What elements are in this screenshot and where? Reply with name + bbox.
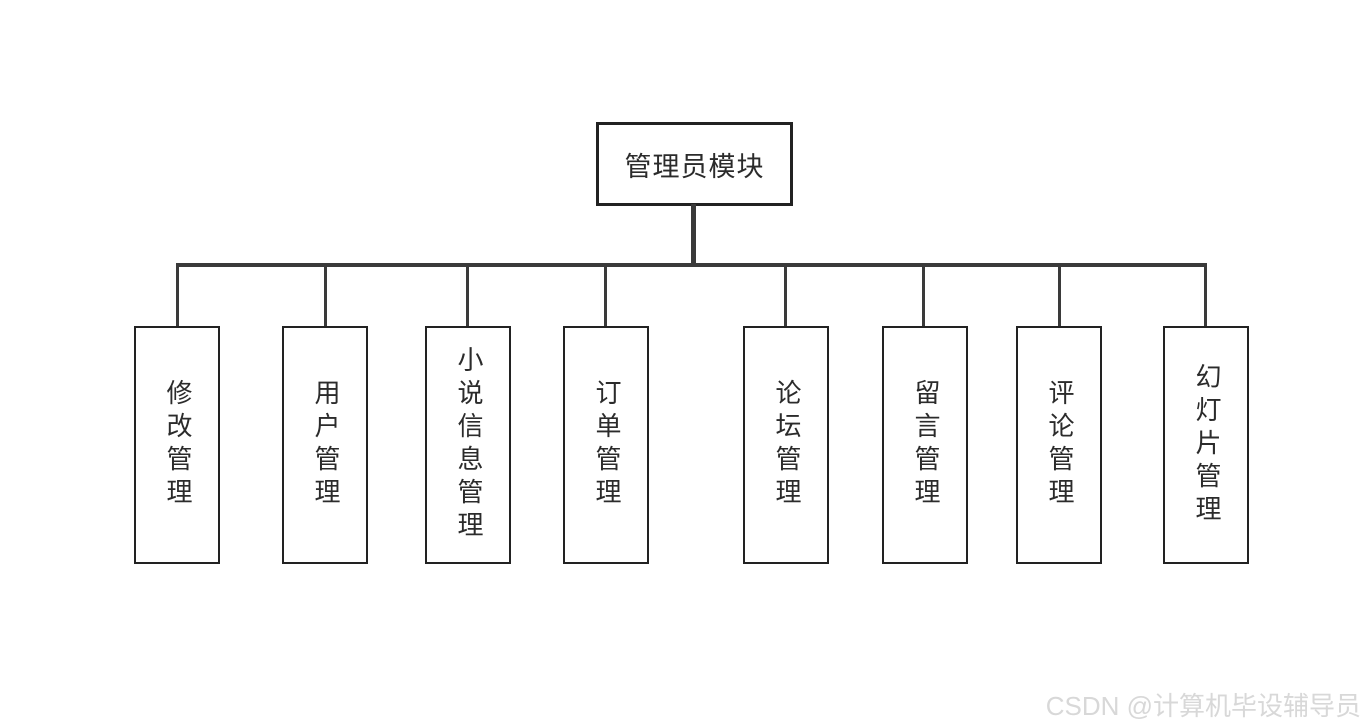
child-connector-line xyxy=(604,265,607,326)
child-node-label: 论坛管理 xyxy=(772,379,801,511)
child-connector-line xyxy=(1204,265,1207,326)
csdn-watermark: CSDN @计算机毕设辅导员 xyxy=(1045,691,1361,721)
child-node-label: 评论管理 xyxy=(1045,379,1074,511)
child-connector-line xyxy=(1058,265,1061,326)
child-connector-line xyxy=(784,265,787,326)
child-connector-line xyxy=(466,265,469,326)
child-node-order-management: 订单管理 xyxy=(563,326,649,564)
horizontal-bus-line xyxy=(176,263,1207,267)
child-node-user-management: 用户管理 xyxy=(282,326,368,564)
child-node-modify-management: 修改管理 xyxy=(134,326,220,564)
child-node-label: 订单管理 xyxy=(592,379,621,511)
child-connector-line xyxy=(922,265,925,326)
child-node-label: 修改管理 xyxy=(163,379,192,511)
child-connector-line xyxy=(176,265,179,326)
root-connector-line xyxy=(691,204,696,265)
root-node-label: 管理员模块 xyxy=(624,151,765,182)
child-node-label: 幻灯片管理 xyxy=(1192,362,1221,528)
child-node-label: 小说信息管理 xyxy=(454,346,483,544)
child-node-comment-management: 评论管理 xyxy=(1016,326,1102,564)
child-node-message-management: 留言管理 xyxy=(882,326,968,564)
child-node-slideshow-management: 幻灯片管理 xyxy=(1163,326,1249,564)
child-node-label: 留言管理 xyxy=(911,379,940,511)
child-connector-line xyxy=(324,265,327,326)
root-node-admin-module: 管理员模块 xyxy=(596,122,793,206)
child-node-label: 用户管理 xyxy=(311,379,340,511)
child-node-forum-management: 论坛管理 xyxy=(743,326,829,564)
child-node-novel-info-management: 小说信息管理 xyxy=(425,326,511,564)
